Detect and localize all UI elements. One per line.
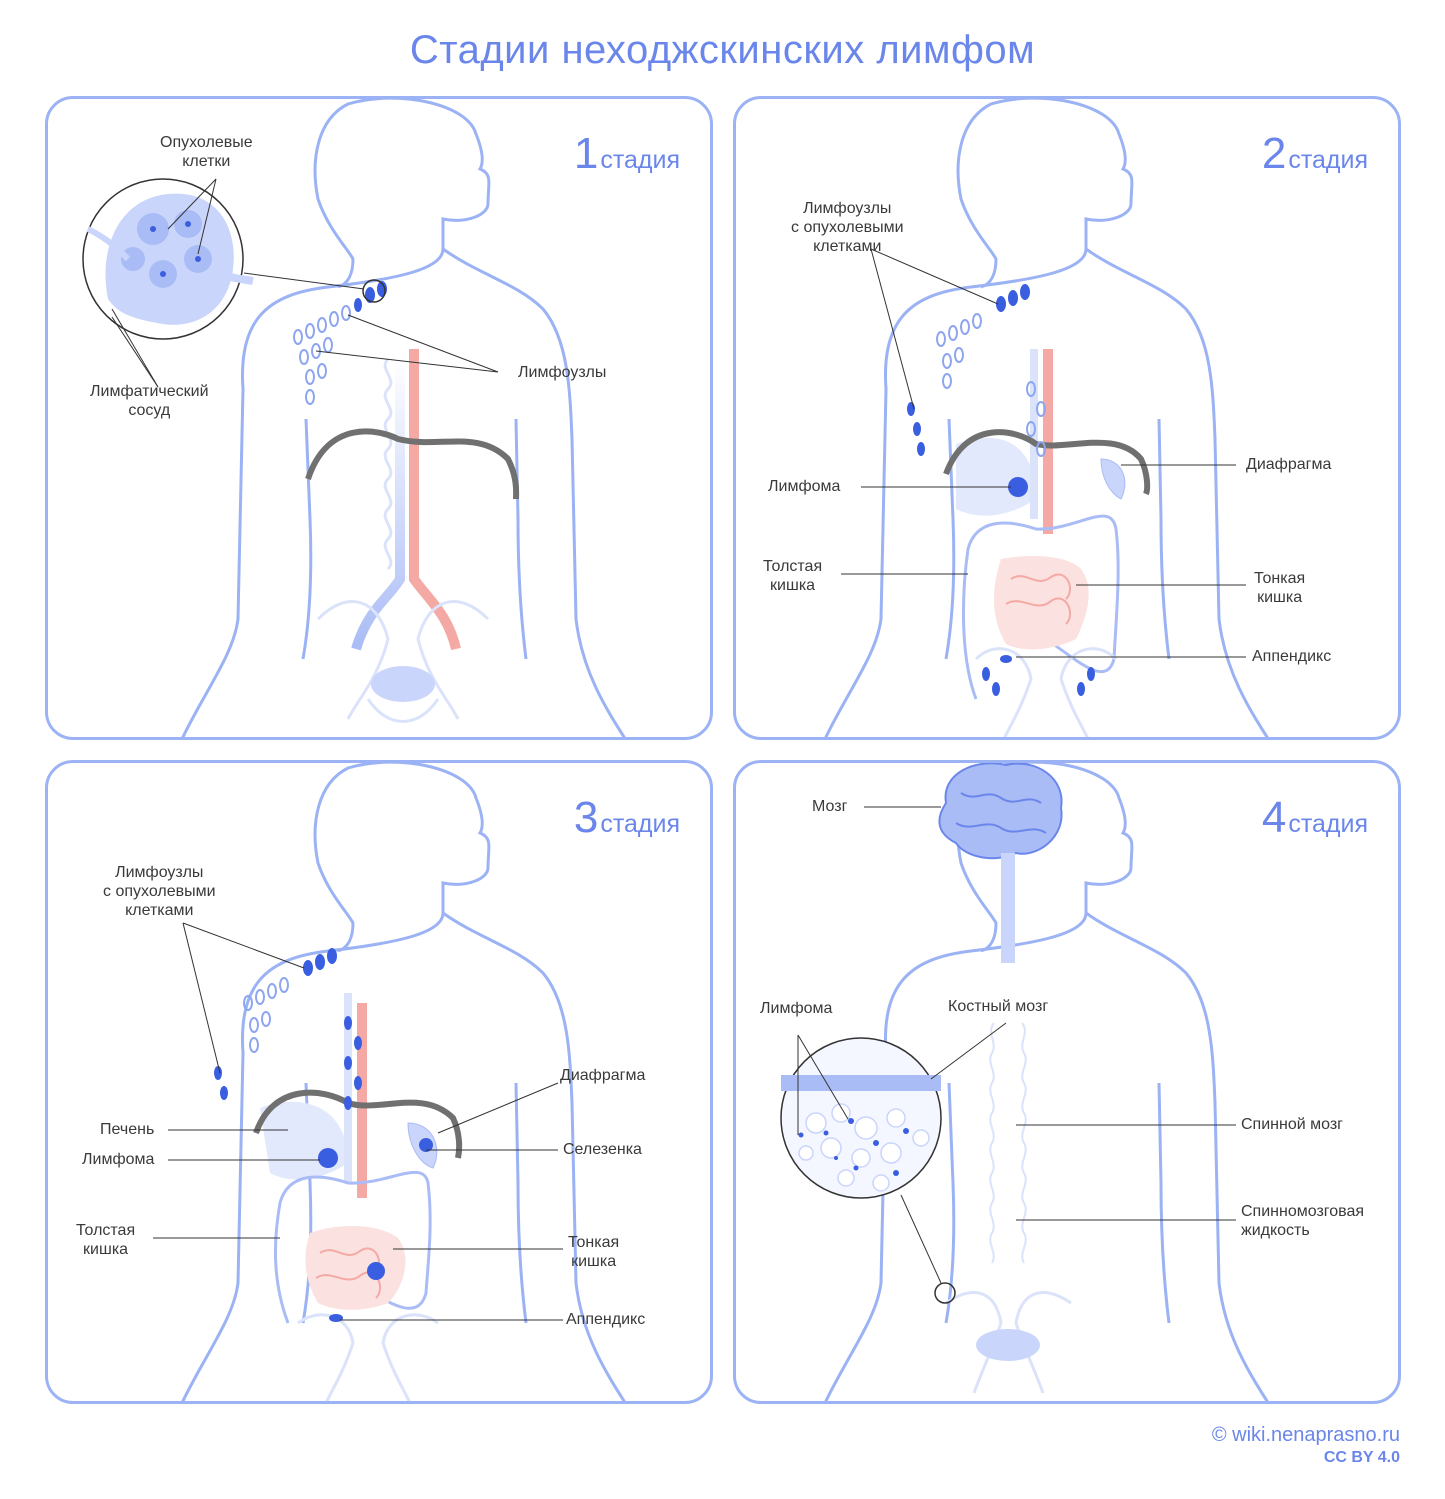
label-nodes-with-cells: Лимфоузлы с опухолевыми клетками — [791, 200, 904, 255]
affected-nodes — [214, 948, 362, 1322]
affected-nodes — [907, 284, 1095, 696]
stage-4-panel: 4стадия Мозг Лимфома Костный мозг Спинно… — [733, 760, 1401, 1404]
label-nodes-with-cells: Лимфоузлы с опухолевыми клетками — [103, 864, 216, 919]
stage-2-illustration — [824, 99, 1269, 737]
label-lymphoma: Лимфома — [760, 1000, 833, 1017]
credit: © wiki.nenaprasno.ru CC BY 4.0 — [1212, 1424, 1400, 1467]
credit-site[interactable]: © wiki.nenaprasno.ru — [1211, 1424, 1400, 1446]
lymph-nodes — [293, 305, 351, 405]
stage-2-heading: 2стадия — [1262, 129, 1368, 179]
stage-1-illustration — [82, 99, 626, 737]
label-lymph-nodes: Лимфоузлы — [518, 364, 607, 381]
label-csf: Спинномозговая жидкость — [1241, 1203, 1365, 1239]
pelvis — [316, 600, 490, 723]
spine — [383, 357, 393, 571]
colon — [961, 514, 1120, 700]
zoom-marker — [934, 1282, 956, 1304]
label-spleen: Селезенка — [563, 1141, 642, 1158]
stage-word: стадия — [600, 810, 680, 838]
diaphragm — [943, 429, 1151, 496]
aorta — [409, 349, 461, 651]
stage-word: стадия — [1288, 810, 1368, 838]
marrow-lymphoma-cells — [798, 1118, 909, 1176]
stage-4-illustration — [780, 763, 1269, 1401]
stage-2-panel: 2стадия Лимфоузлы с опухолевыми клетками… — [733, 96, 1401, 740]
stage-word: стадия — [1288, 146, 1368, 174]
label-lymphoma: Лимфома — [768, 478, 841, 495]
bladder — [976, 1329, 1040, 1361]
stage-number: 4 — [1261, 793, 1287, 842]
stage-4-heading: 4стадия — [1262, 793, 1368, 843]
stage-3-panel: 3стадия Лимфоузлы с опухолевыми клетками… — [45, 760, 713, 1404]
spleen — [1100, 458, 1126, 500]
stage-1-heading: 1стадия — [574, 129, 680, 179]
label-small-intestine: Тонкая кишка — [1254, 570, 1306, 606]
diaphragm — [305, 428, 520, 500]
bladder — [371, 666, 435, 702]
label-tumor-cells: Опухолевые клетки — [160, 134, 253, 170]
credit-license: CC BY 4.0 — [1323, 1449, 1400, 1466]
stage-number: 3 — [573, 793, 599, 842]
node-closeup — [86, 193, 254, 325]
label-bone-marrow: Костный мозг — [948, 998, 1049, 1015]
label-liver: Печень — [100, 1121, 155, 1138]
liver — [956, 437, 1036, 516]
label-spinal-cord: Спинной мозг — [1241, 1116, 1343, 1133]
label-appendix: Аппендикс — [566, 1311, 646, 1328]
label-brain: Мозг — [812, 798, 848, 815]
stage-number: 2 — [1261, 129, 1287, 178]
label-diaphragm: Диафрагма — [1246, 456, 1332, 473]
label-colon: Толстая кишка — [76, 1222, 136, 1258]
label-colon: Толстая кишка — [763, 558, 823, 594]
liver — [260, 1101, 348, 1180]
diaphragm — [253, 1089, 463, 1159]
colon — [273, 1170, 432, 1324]
zoom-marker — [362, 279, 386, 303]
vein — [351, 359, 405, 651]
stage-3-illustration — [153, 763, 626, 1401]
affected-node — [354, 281, 387, 312]
small-intestine — [994, 556, 1089, 650]
page-title: Стадии неходжскинских лимфом — [409, 28, 1036, 72]
stage-3-heading: 3стадия — [574, 793, 680, 843]
label-lymph-vessel: Лимфатический сосуд — [90, 383, 209, 419]
stage-word: стадия — [600, 146, 680, 174]
stage-1-panel: 1стадия Опухолевые клетки Лимфоузлы Лимф… — [45, 96, 713, 740]
label-appendix: Аппендикс — [1252, 648, 1332, 665]
label-diaphragm: Диафрагма — [560, 1067, 646, 1084]
small-intestine — [305, 1226, 406, 1310]
brain — [938, 763, 1063, 860]
label-lymphoma: Лимфома — [82, 1151, 155, 1168]
stage-number: 1 — [573, 129, 599, 178]
label-small-intestine: Тонкая кишка — [568, 1234, 620, 1270]
